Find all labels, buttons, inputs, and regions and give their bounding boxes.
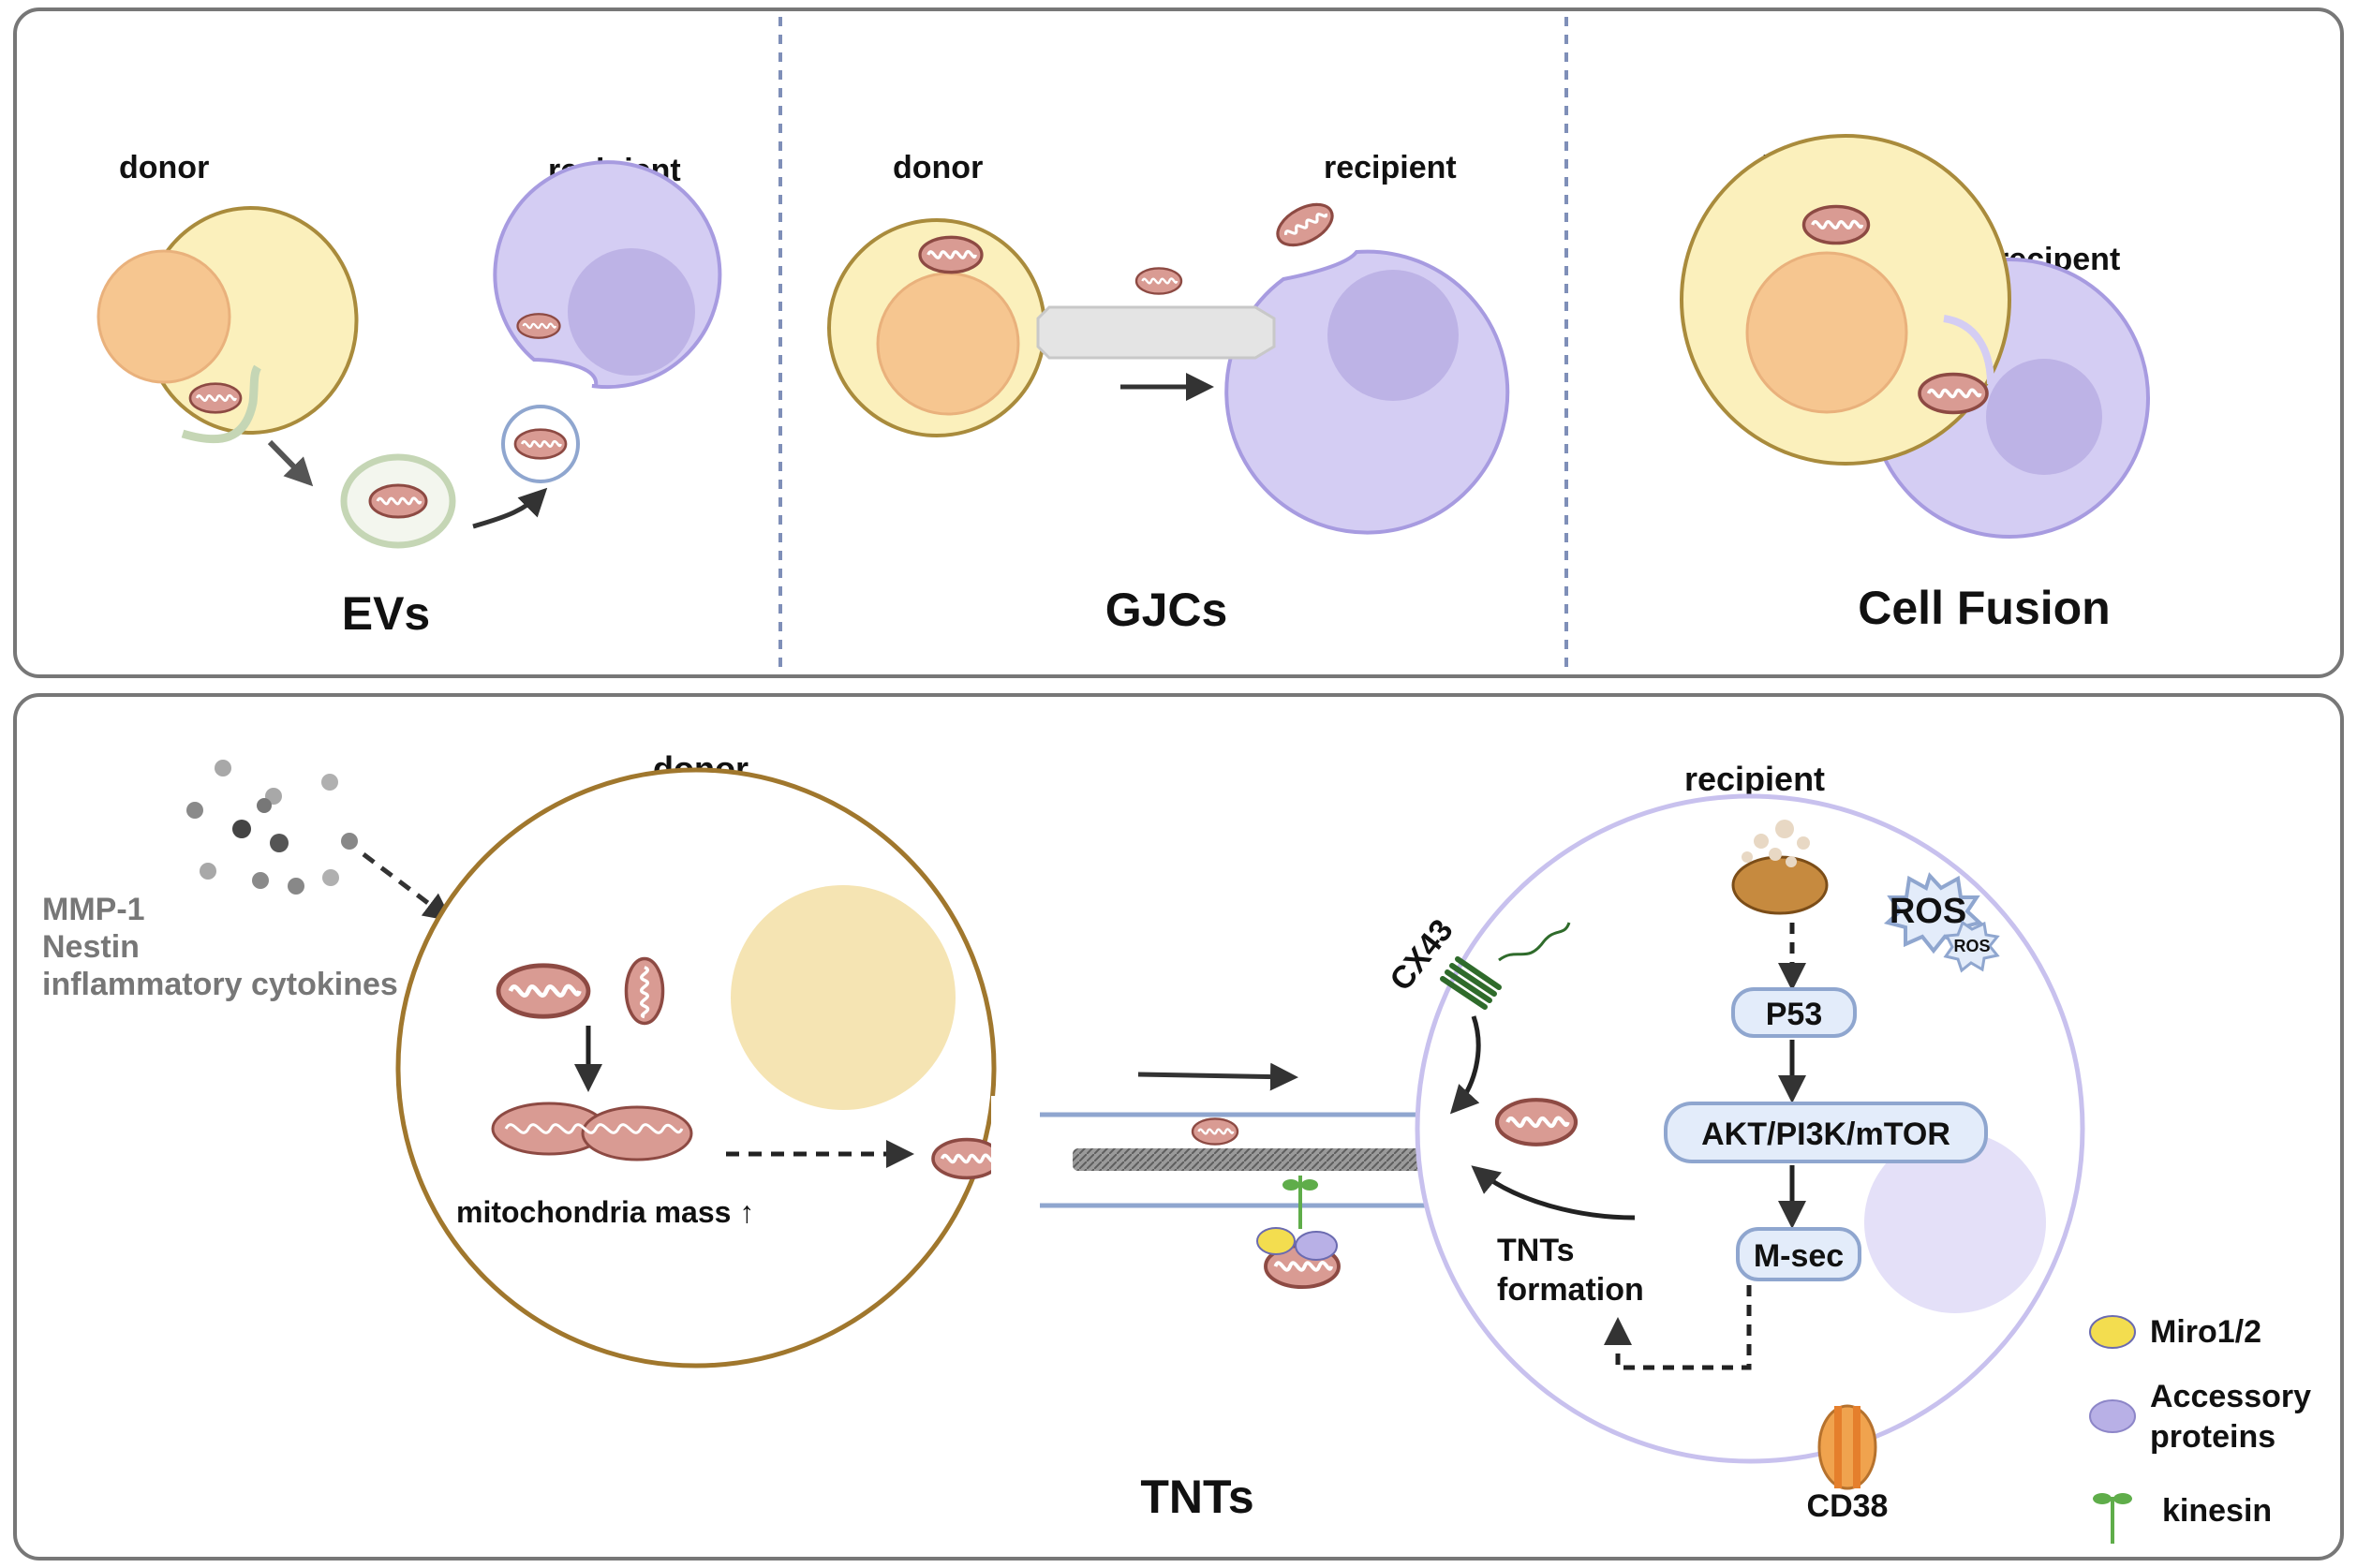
cytokine-dots [186,760,358,895]
gjcs-recipient-nucleus [1327,270,1459,401]
gjcs-transit-mitochondrion [1134,267,1183,295]
tnt-transit-mitochondrion [1191,1117,1239,1146]
msec-to-tnts-arrow [1604,1285,1752,1370]
tnt-entry-mitochondrion [931,1137,1002,1180]
legend-kinesin-label: kinesin [2162,1493,2272,1529]
legend-accessory-label-2: proteins [2150,1419,2275,1455]
gjcs-donor-mitochondrion [918,235,984,274]
akt-box [1664,1102,1988,1163]
cx43-channel [1440,922,1571,1010]
microtubule [1073,1148,1455,1171]
evs-donor-nucleus [96,249,231,384]
evs-recipient-mitochondrion [516,313,561,339]
evs-recipient-nucleus [568,248,695,376]
donor-mitochondrion-2 [624,956,665,1026]
ev-mitochondrion [368,483,428,519]
stimulus-cytokines: inflammatory cytokines [42,967,398,1002]
tnt-recipient-label: recipient [1684,760,1825,798]
fusion-donor-mitochondrion [1801,204,1871,245]
mito-mass-label: mitochondria mass ↑ [456,1195,754,1229]
evs-budding-membrane [181,364,262,444]
fusion-transfer-mitochondrion [1918,372,1989,415]
tnt-recipient-nucleus [1864,1132,2046,1313]
damaged-mitochondrion [1731,820,1829,915]
evs-arrow-2 [472,487,548,529]
legend-accessory-label-1: Accessory [2150,1379,2311,1414]
legend-kinesin-icon [2093,1493,2132,1544]
evs-donor-label: donor [119,150,209,185]
evs-title: EVs [342,587,431,640]
tnts-formation-line1: TNTs [1497,1233,1574,1268]
legend-miro-icon [2089,1315,2136,1349]
gap-junction-channel [1036,305,1276,360]
cx43-arrow [1449,1015,1481,1115]
tnts-formation-line2: formation [1497,1272,1644,1308]
tnts-formation-arrow [1471,1165,1636,1220]
gjcs-donor-label: donor [893,150,983,185]
akt-label: AKT/PI3K/mTOR [1701,1117,1950,1152]
evs-donor-mitochondrion [188,382,243,414]
fusion-title: Cell Fusion [1858,582,2110,634]
p53-box [1731,987,1857,1038]
gjcs-recipient-label: recipient [1324,150,1457,185]
legend: Miro1/2 Accessory proteins kinesin [2089,1314,2311,1544]
stimuli-arrow [362,852,452,922]
recipient-received-mitochondrion [1497,1100,1576,1145]
evs-section: donor recipient EVs [96,150,722,640]
gjcs-title: GJCs [1105,584,1228,636]
cd38-label: CD38 [1807,1488,1889,1524]
ros-burst-small [1943,920,2000,973]
fusion-recipient-nucleus [1986,359,2102,475]
gjcs-donor-nucleus [876,272,1020,416]
motor-complex [1256,1176,1341,1290]
tnt-transfer-arrow [1137,1062,1298,1091]
donor-mitochondrion-1 [498,966,588,1016]
tnt-donor-nucleus [731,885,956,1110]
legend-miro-label: Miro1/2 [2150,1314,2261,1350]
fusion-junction [1943,315,1994,385]
ros-small-label: ROS [1953,937,1990,955]
donor-fused-mitochondrion [491,1102,693,1161]
stimulus-nestin: Nestin [42,929,140,965]
tnts-title: TNTs [1140,1471,1253,1523]
ros-large-label: ROS [1890,892,1966,931]
msec-label: M-sec [1754,1238,1844,1274]
p53-label: P53 [1766,997,1823,1032]
legend-accessory-icon [2089,1399,2136,1433]
ros-burst-large [1883,872,1984,954]
ev-fusing-mitochondrion [513,428,568,460]
fusion-section: donor recipent Cell Fusion [1680,134,2150,634]
gjcs-section: donor recipient GJCs [827,150,1510,636]
msec-box [1736,1227,1861,1281]
fusion-donor-nucleus [1745,251,1908,414]
evs-arrow-1 [267,439,314,487]
stimulus-mmp1: MMP-1 [42,892,145,927]
cd38-channel [1817,1404,1877,1490]
recipient-tnt-opening [1443,1105,1471,1216]
